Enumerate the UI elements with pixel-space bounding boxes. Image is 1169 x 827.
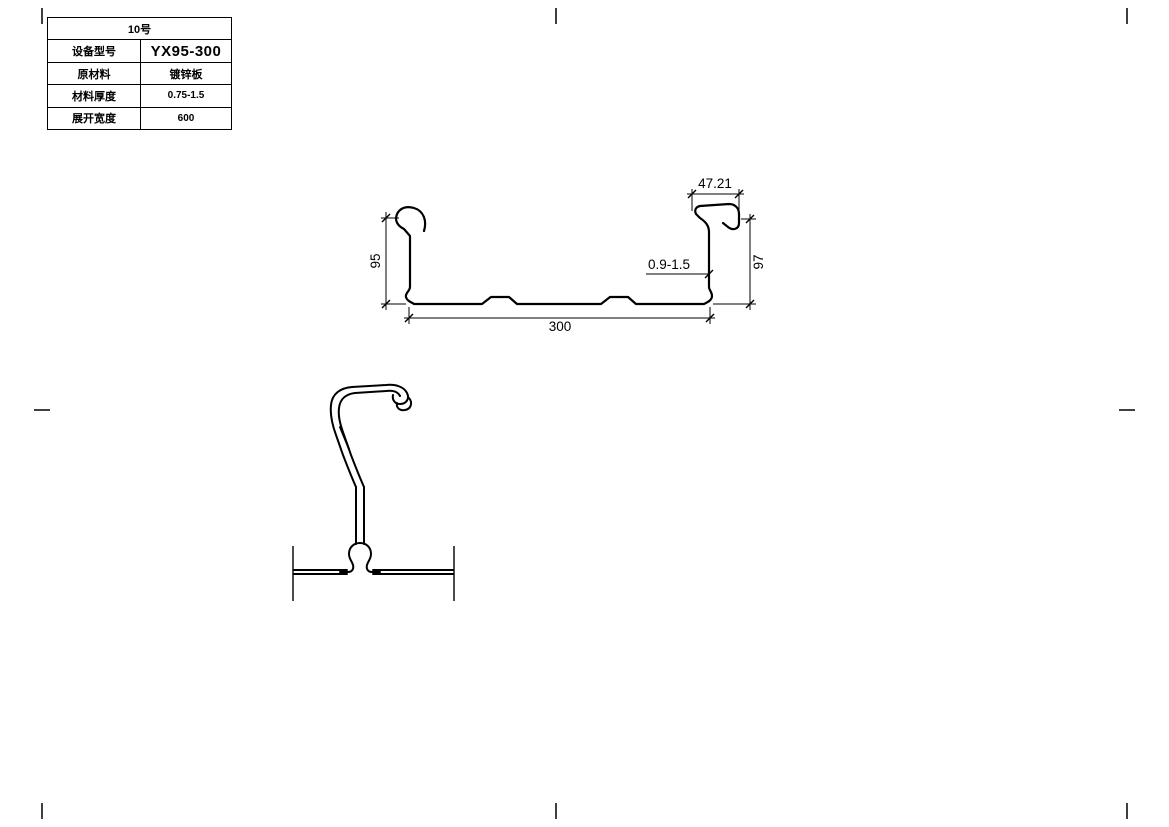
table-row: 设备型号 YX95-300 <box>48 39 231 62</box>
dim-left-height: 95 <box>368 253 383 268</box>
dim-thickness: 0.9-1.5 <box>648 257 690 272</box>
spec-table: 10号 设备型号 YX95-300 原材料 镀锌板 材料厚度 0.75-1.5 … <box>47 17 232 130</box>
dimension-right-height: 97 <box>713 214 766 310</box>
dim-right-height: 97 <box>751 254 766 269</box>
material-label: 原材料 <box>48 62 141 85</box>
width-label: 展开宽度 <box>48 107 141 130</box>
section-profile <box>394 202 741 306</box>
material-value: 镀锌板 <box>169 68 203 81</box>
width-value: 600 <box>177 112 195 124</box>
dimension-bottom-width: 300 <box>404 307 715 334</box>
dimension-top-width: 47.21 <box>687 176 744 220</box>
model-label: 设备型号 <box>48 40 141 62</box>
thickness-value: 0.75-1.5 <box>167 90 205 102</box>
model-value: YX95-300 <box>150 42 222 60</box>
table-row: 原材料 镀锌板 <box>48 61 231 85</box>
dim-top-width: 47.21 <box>698 176 732 191</box>
table-row: 展开宽度 600 <box>48 106 231 130</box>
thickness-callout: 0.9-1.5 <box>646 257 714 279</box>
sheet-number: 10号 <box>127 23 152 36</box>
table-row: 材料厚度 0.75-1.5 <box>48 84 231 107</box>
seam-detail <box>292 383 455 601</box>
thickness-label: 材料厚度 <box>48 85 141 107</box>
spec-table-header-row: 10号 <box>48 18 231 39</box>
frame-ticks <box>34 8 1135 819</box>
dimension-left-height: 95 <box>368 212 406 310</box>
dim-bottom-width: 300 <box>549 319 572 334</box>
